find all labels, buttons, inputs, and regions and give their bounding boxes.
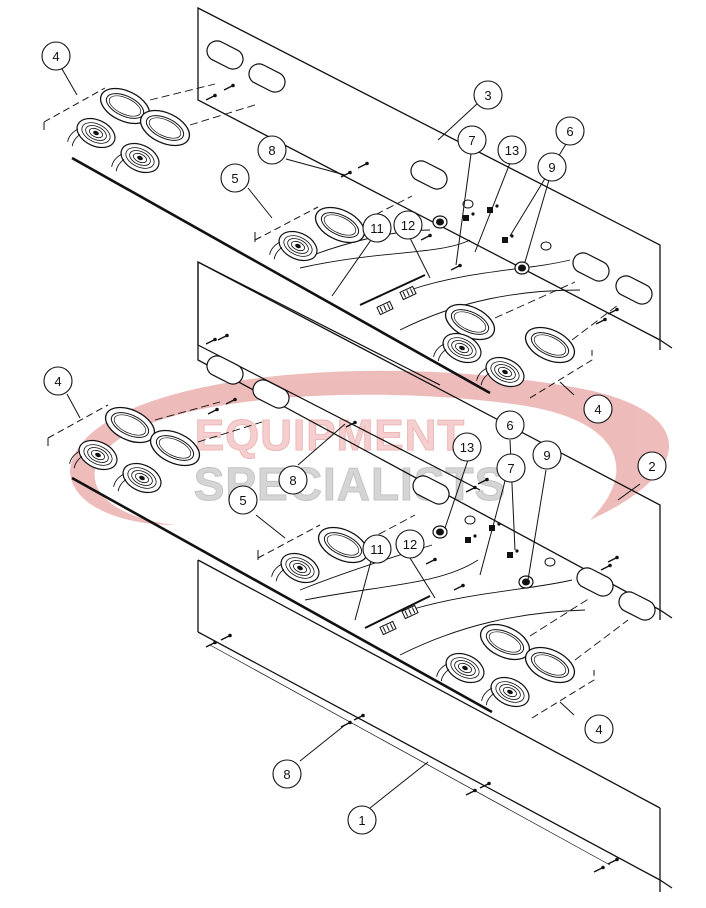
svg-text:5: 5: [239, 493, 246, 508]
callouts: 4 3 8 7 13 6 9 5 11 12 4 4 8 13 7 6 9 2 …: [41, 41, 667, 835]
callout-8[interactable]: 8: [257, 135, 287, 165]
callout-4[interactable]: 4: [584, 714, 614, 744]
svg-text:9: 9: [543, 448, 550, 463]
svg-text:9: 9: [548, 160, 555, 175]
callout-2[interactable]: 2: [637, 451, 667, 481]
lower-right-lamps: [434, 597, 629, 721]
svg-text:4: 4: [594, 402, 601, 417]
callout-4[interactable]: 4: [583, 394, 613, 424]
leader-lines: [61, 68, 641, 809]
callout-5[interactable]: 5: [220, 163, 250, 193]
callout-7[interactable]: 7: [496, 453, 526, 483]
svg-text:8: 8: [289, 473, 296, 488]
upper-center-lamp: [254, 195, 413, 275]
callout-6[interactable]: 6: [555, 116, 585, 146]
svg-text:3: 3: [484, 88, 491, 103]
upper-right-lamps: [431, 281, 619, 401]
lower-center-lamp: [257, 514, 416, 597]
callout-1[interactable]: 1: [347, 805, 377, 835]
svg-text:13: 13: [460, 440, 474, 455]
upper-assembly: [43, 6, 673, 491]
svg-text:7: 7: [468, 133, 475, 148]
svg-text:13: 13: [505, 143, 519, 158]
callout-5[interactable]: 5: [228, 485, 258, 515]
upper-left-lamps: [43, 80, 259, 187]
svg-text:11: 11: [370, 221, 384, 236]
callout-9[interactable]: 9: [532, 440, 562, 470]
svg-text:6: 6: [566, 124, 573, 139]
callout-8[interactable]: 8: [278, 465, 308, 495]
callout-11[interactable]: 11: [362, 534, 392, 564]
svg-text:1: 1: [358, 813, 365, 828]
callout-12[interactable]: 12: [395, 529, 425, 559]
watermark-line1: EQUIPMENT: [195, 411, 466, 460]
svg-text:12: 12: [403, 537, 417, 552]
callout-7[interactable]: 7: [457, 125, 487, 155]
callout-12[interactable]: 12: [393, 210, 423, 240]
svg-text:11: 11: [370, 542, 384, 557]
callout-4[interactable]: 4: [43, 366, 73, 396]
svg-text:5: 5: [231, 171, 238, 186]
svg-text:8: 8: [268, 143, 275, 158]
svg-text:2: 2: [648, 459, 655, 474]
callout-9[interactable]: 9: [537, 152, 567, 182]
callout-8[interactable]: 8: [272, 759, 302, 789]
svg-text:4: 4: [54, 374, 61, 389]
callout-11[interactable]: 11: [362, 213, 392, 243]
svg-text:4: 4: [52, 49, 59, 64]
callout-13[interactable]: 13: [497, 135, 527, 165]
callout-13[interactable]: 13: [452, 432, 482, 462]
callout-4[interactable]: 4: [41, 41, 71, 71]
front-plate: [197, 559, 673, 892]
svg-text:7: 7: [507, 461, 514, 476]
svg-text:4: 4: [595, 722, 602, 737]
callout-3[interactable]: 3: [473, 80, 503, 110]
watermark-swoosh: [70, 370, 670, 525]
svg-text:12: 12: [401, 218, 415, 233]
svg-text:6: 6: [506, 418, 513, 433]
lower-left-lamps: [47, 399, 263, 507]
callout-6[interactable]: 6: [495, 410, 525, 440]
svg-text:8: 8: [283, 767, 290, 782]
